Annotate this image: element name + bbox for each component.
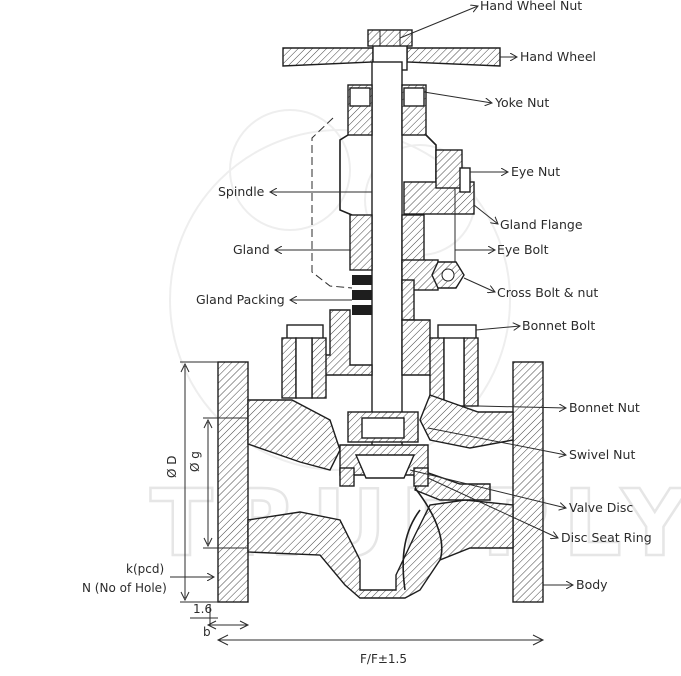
disc-seat-ring-right xyxy=(413,467,429,487)
label-gland-packing: Gland Packing xyxy=(196,292,285,307)
label-spindle: Spindle xyxy=(218,184,265,199)
label-eye-nut: Eye Nut xyxy=(511,164,560,179)
label-hand-wheel-nut: Hand Wheel Nut xyxy=(480,0,582,13)
dim-ff: F/F±1.5 xyxy=(360,652,407,666)
valve-disc-assembly xyxy=(339,411,429,487)
label-swivel-nut: Swivel Nut xyxy=(569,447,635,462)
gland-packing xyxy=(352,275,415,321)
callouts-left: Spindle Gland Gland Packing xyxy=(196,184,372,307)
dim-k-pcd: k(pcd) xyxy=(126,562,164,576)
gland xyxy=(349,214,425,271)
label-gland-flange: Gland Flange xyxy=(500,217,583,232)
label-bonnet-bolt: Bonnet Bolt xyxy=(522,318,595,333)
label-valve-disc: Valve Disc xyxy=(569,500,633,515)
label-eye-bolt: Eye Bolt xyxy=(497,242,549,257)
label-gland: Gland xyxy=(233,242,270,257)
eye-nut xyxy=(435,149,463,189)
dim-n-holes: N (No of Hole) xyxy=(82,581,167,595)
bonnet-bolt-right xyxy=(429,324,479,407)
spindle-shaft xyxy=(371,61,403,453)
label-bonnet-nut: Bonnet Nut xyxy=(569,400,640,415)
dim-od: Ø D xyxy=(165,456,179,479)
valve-disc xyxy=(354,454,416,479)
dim-thickness: 1.6 xyxy=(193,602,212,616)
label-disc-seat-ring: Disc Seat Ring xyxy=(561,530,652,545)
label-yoke-nut: Yoke Nut xyxy=(494,95,549,110)
dim-b: b xyxy=(203,625,211,639)
hand-wheel-nut xyxy=(367,29,413,47)
yoke xyxy=(311,84,437,289)
label-cross-bolt-nut: Cross Bolt & nut xyxy=(497,285,598,300)
hand-wheel xyxy=(282,29,501,71)
label-hand-wheel: Hand Wheel xyxy=(520,49,596,64)
dim-og: Ø g xyxy=(188,451,202,472)
disc-seat-ring-left xyxy=(339,467,355,487)
bonnet-bolt-left xyxy=(281,324,327,399)
dimensions: Ø D Ø g k(pcd) N (No of Hole) 1.6 b F/F±… xyxy=(82,361,545,666)
valve-body xyxy=(217,361,544,603)
callouts-right: Hand Wheel Nut Hand Wheel Yoke Nut Eye N… xyxy=(399,0,652,592)
gland-flange xyxy=(403,149,475,270)
label-body: Body xyxy=(576,577,608,592)
